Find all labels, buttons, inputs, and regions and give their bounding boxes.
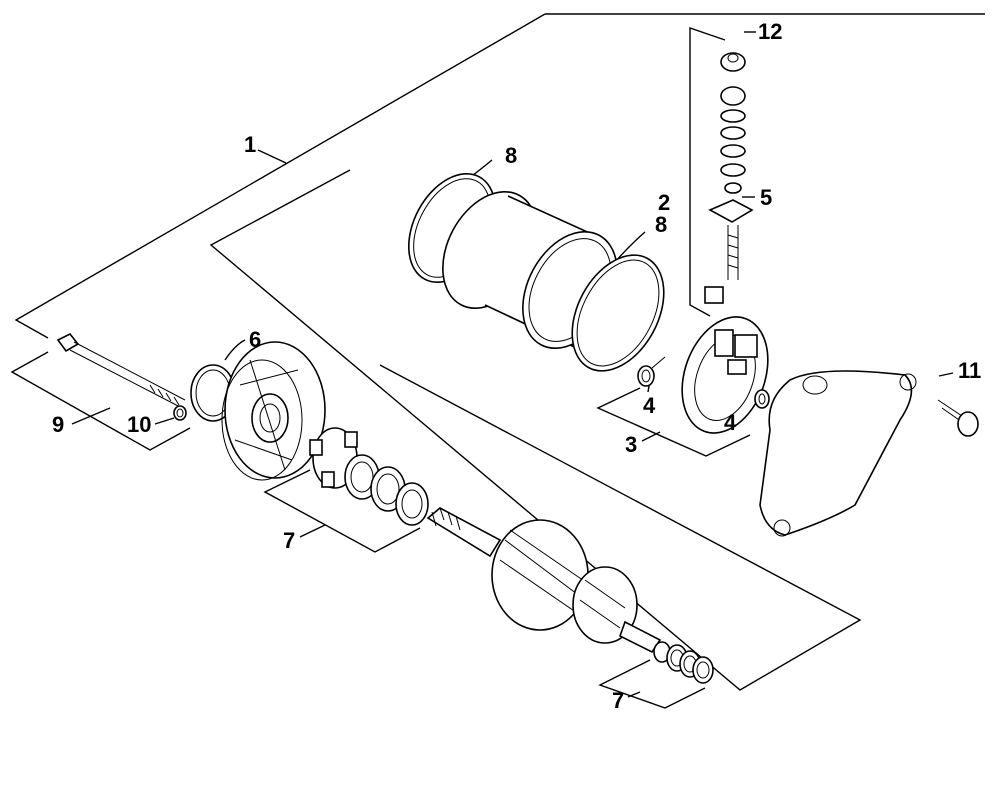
leader-7-lower <box>627 691 641 698</box>
bracket-7-upper <box>263 469 421 553</box>
callout-3: 3 <box>625 432 637 457</box>
terminal-assembly <box>704 52 754 304</box>
outer-bracket-left <box>14 13 546 339</box>
callout-2: 2 <box>658 190 670 215</box>
callout-12: 12 <box>758 19 782 44</box>
leader-6 <box>224 339 246 361</box>
leader-10 <box>154 417 175 425</box>
leader-3 <box>641 431 661 442</box>
callout-5: 5 <box>760 185 772 210</box>
callout-11: 11 <box>958 358 981 383</box>
through-bolt <box>56 332 186 409</box>
shim-washers-upper <box>344 454 429 526</box>
callout-7-lower: 7 <box>612 688 624 713</box>
bolt-11 <box>937 399 979 437</box>
bracket-7-lower <box>598 659 706 709</box>
leader-9 <box>71 407 111 425</box>
brush-springs <box>637 356 770 409</box>
washer-10 <box>173 405 187 421</box>
callout-8-upper: 8 <box>505 143 517 168</box>
callout-6: 6 <box>249 327 261 352</box>
leader-7-upper <box>299 524 326 538</box>
callout-10: 10 <box>127 412 151 437</box>
callout-9: 9 <box>52 412 64 437</box>
rear-cover <box>759 370 917 537</box>
callout-1: 1 <box>244 132 256 157</box>
callout-8-lower: 8 <box>655 212 667 237</box>
bracket-lines <box>10 13 985 709</box>
front-cover <box>221 341 326 481</box>
inner-bracket <box>209 169 862 691</box>
bracket-2 <box>689 27 726 317</box>
o-ring-8-lower <box>571 254 665 372</box>
leader-11 <box>938 372 954 377</box>
bracket-3 <box>596 387 751 457</box>
armature <box>426 507 662 654</box>
callout-7-upper: 7 <box>283 528 295 553</box>
brush-holder-plate <box>681 316 769 434</box>
leader-1 <box>257 149 287 164</box>
shim-washers-lower <box>653 641 714 684</box>
bracket-9 <box>10 351 191 451</box>
callout-labels: 1 2 3 4 4 5 6 7 7 8 8 9 10 11 12 <box>52 19 981 713</box>
callout-4a: 4 <box>643 393 656 418</box>
callout-4b: 4 <box>724 410 737 435</box>
